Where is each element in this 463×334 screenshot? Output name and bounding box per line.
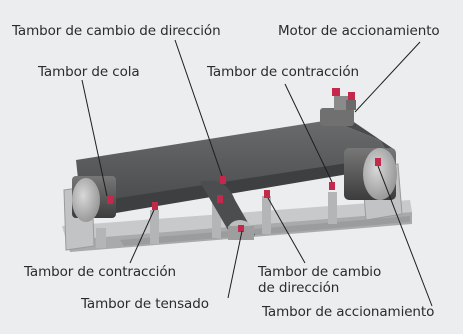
label-tambor-cambio-direccion-bottom-2: de dirección [258,280,340,296]
label-tambor-contraccion-bottom: Tambor de contracción [24,264,176,280]
label-tambor-cola: Tambor de cola [38,64,140,80]
label-tambor-cambio-direccion-bottom-1: Tambor de cambio [258,264,382,280]
label-motor-accionamiento: Motor de accionamiento [278,23,440,39]
label-tambor-cambio-direccion-top: Tambor de cambio de dirección [12,23,221,39]
position-markers [107,158,381,232]
drive-drum [344,148,397,200]
label-tambor-contraccion-top: Tambor de contracción [207,64,359,80]
tensioning-drum [228,220,254,240]
label-tambor-tensado: Tambor de tensado [81,296,209,312]
label-tambor-accionamiento: Tambor de accionamiento [262,304,435,320]
leader-lines [81,39,433,307]
drive-motor [320,88,356,126]
